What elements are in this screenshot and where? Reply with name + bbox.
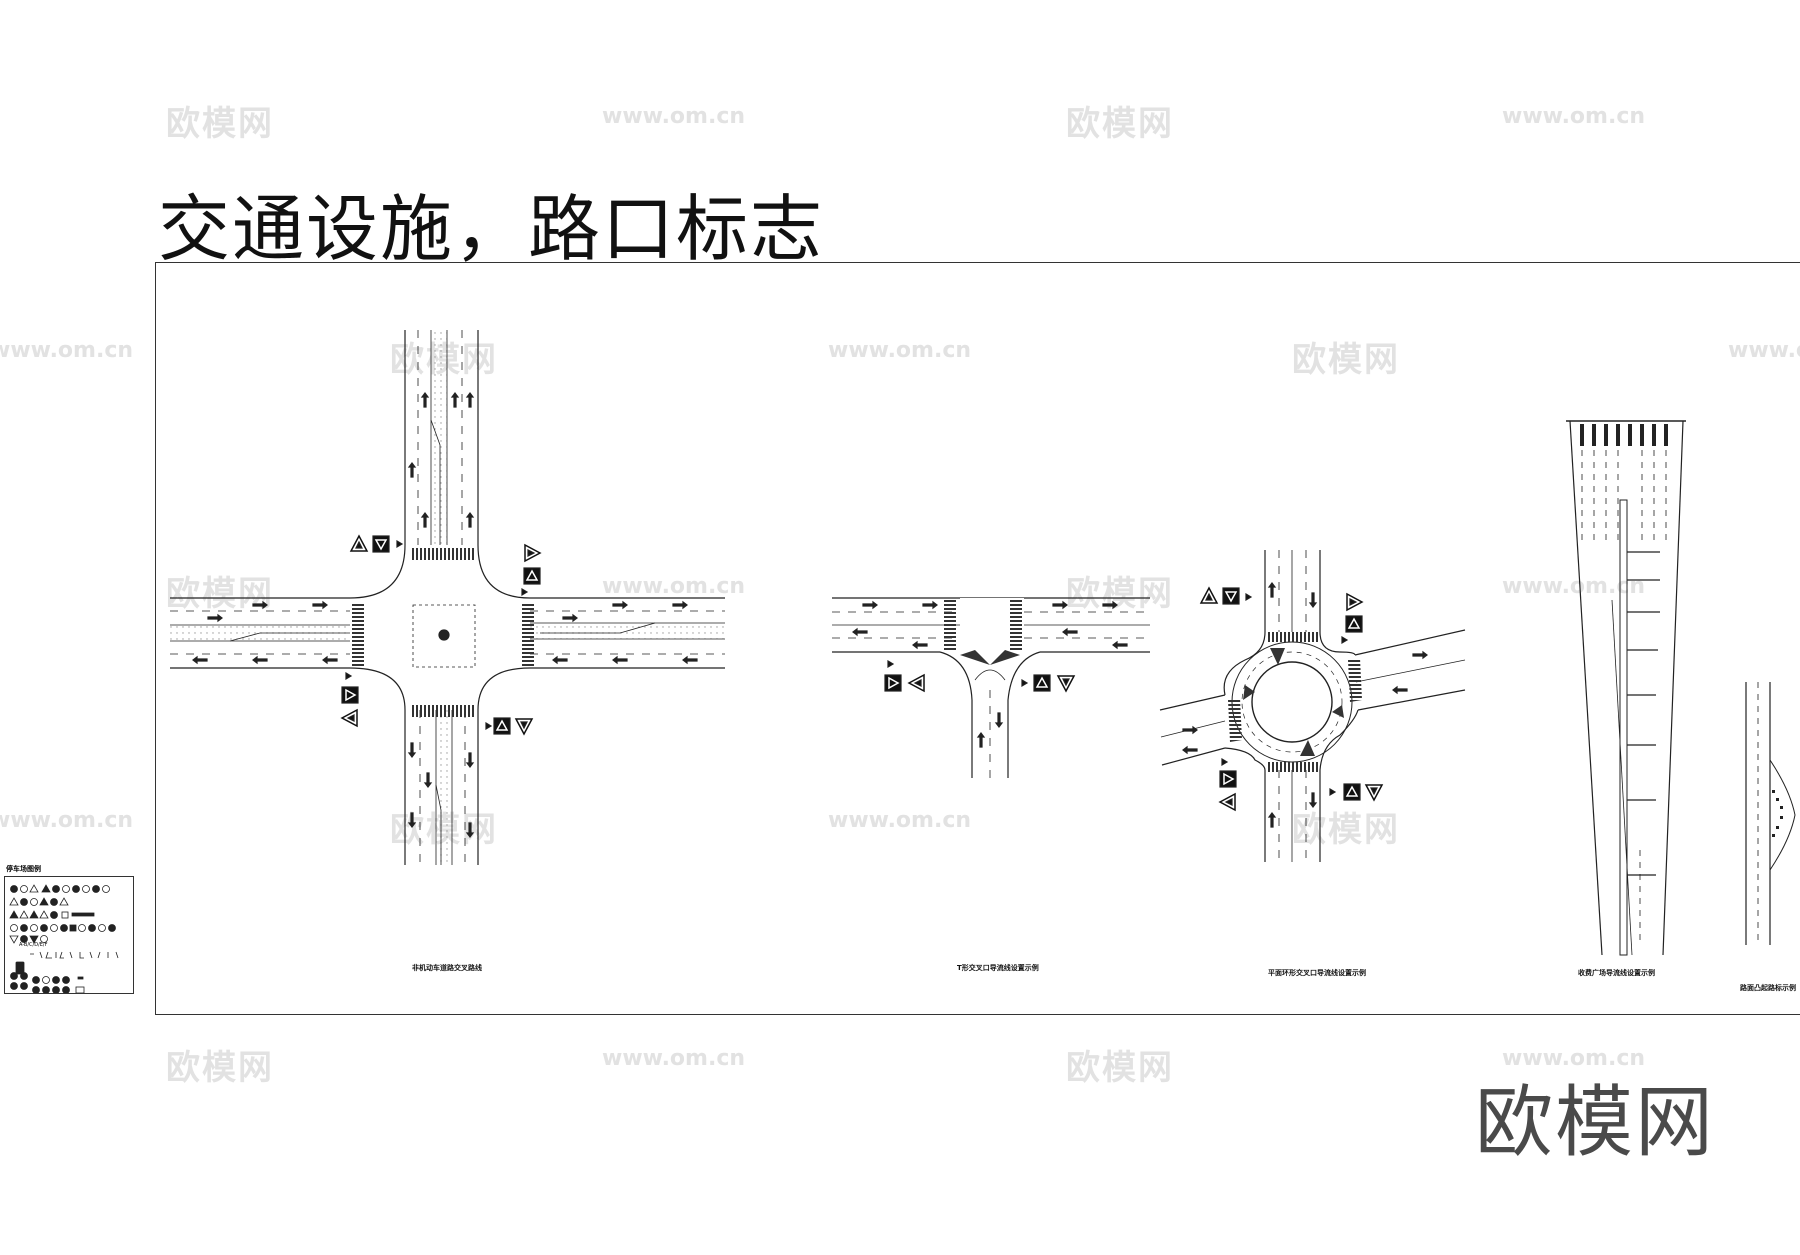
watermark-url: www.om.cn xyxy=(1502,574,1646,599)
watermark-logo: 欧模网 xyxy=(166,104,274,144)
watermark-url: www.om.cn xyxy=(1728,338,1800,363)
watermark-url: www.om.cn xyxy=(0,808,134,833)
toll-plaza-diagram xyxy=(1566,420,1686,956)
caption-raised-marker: 路面凸起路标示例 xyxy=(1740,984,1796,992)
watermark-logo: 欧模网 xyxy=(166,1048,274,1088)
watermark-url: www.om.cn xyxy=(602,104,746,129)
watermark-url: www.om.cn xyxy=(602,574,746,599)
drawing-frame xyxy=(155,262,1800,1015)
caption-t-intersection: T形交叉口导流线设置示例 xyxy=(957,964,1039,972)
legend-note: A-B/C/D/E/F xyxy=(19,942,48,948)
roundabout-diagram xyxy=(1159,550,1466,862)
caption-roundabout: 平面环形交叉口导流线设置示例 xyxy=(1268,969,1366,977)
watermark-logo: 欧模网 xyxy=(1066,574,1174,614)
caption-cross-intersection: 非机动车道路交叉路线 xyxy=(412,964,482,972)
watermark-url: www.om.cn xyxy=(602,1046,746,1071)
watermark-logo: 欧模网 xyxy=(1292,810,1400,850)
watermark-logo: 欧模网 xyxy=(1066,104,1174,144)
cross-intersection-diagram xyxy=(170,330,725,865)
page-title: 交通设施，路口标志 xyxy=(158,187,825,271)
brand-logo: 欧模网 xyxy=(1475,1078,1716,1168)
watermark-url: www.om.cn xyxy=(1502,104,1646,129)
parking-legend-icons xyxy=(9,884,119,994)
t-intersection-diagram xyxy=(832,597,1150,778)
watermark-url: www.om.cn xyxy=(828,338,972,363)
watermark-url: www.om.cn xyxy=(1502,1046,1646,1071)
watermark-logo: 欧模网 xyxy=(1066,1048,1174,1088)
watermark-logo: 欧模网 xyxy=(1292,340,1400,380)
caption-toll-plaza: 收费广场导流线设置示例 xyxy=(1578,969,1655,977)
watermark-logo: 欧模网 xyxy=(166,574,274,614)
watermark-url: www.om.cn xyxy=(0,338,134,363)
legend-title: 停车场图例 xyxy=(6,865,41,873)
legend-box: A-B/C/D/E/F xyxy=(4,876,134,994)
watermark-url: www.om.cn xyxy=(828,808,972,833)
raised-marker-diagram xyxy=(1745,682,1796,945)
